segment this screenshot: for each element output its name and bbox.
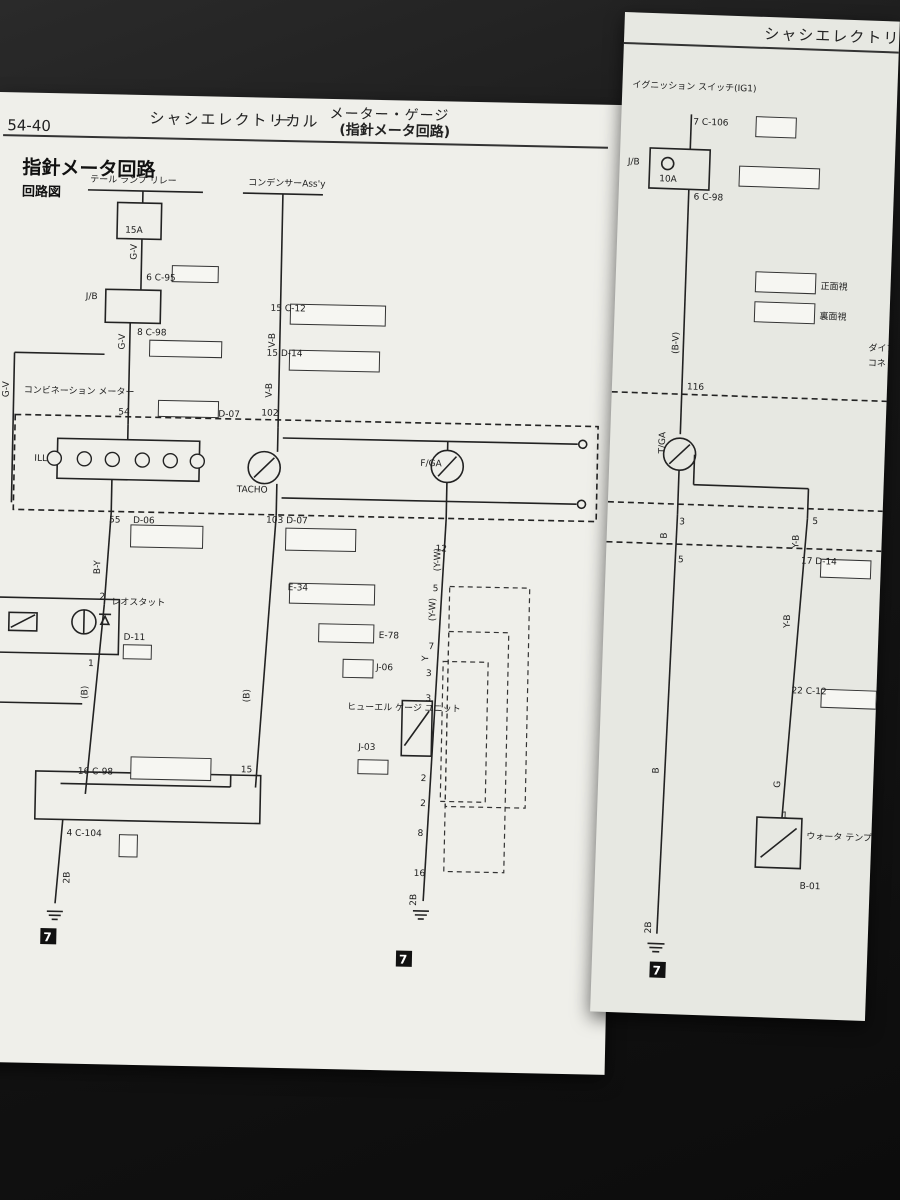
label-tacho: TACHO: [236, 485, 268, 496]
label-pin-2: 2: [99, 592, 105, 602]
label-fuse-15a: 15A: [125, 226, 144, 236]
wire-label-by: B-Y: [93, 560, 103, 575]
wire-label-2b-right: 2B: [644, 921, 654, 933]
label-pin-16: 16: [414, 869, 426, 879]
label-d07-top: D-07: [218, 410, 240, 420]
wire-label-gv-1: G-V: [130, 243, 140, 260]
label-c12: 15 C-12: [270, 304, 305, 315]
ground-mark-left: 7: [43, 930, 52, 944]
label-jb: J/B: [85, 292, 98, 302]
wire-label-vb-2: V-B: [265, 383, 275, 398]
label-d14: 15 D-14: [266, 349, 302, 360]
label-c12-right: 22 C-12: [791, 686, 827, 697]
wiring-diagram-right: 7 イグニッション スイッチ(IG1) 7 C-106 J/B 10A 6 C-…: [606, 78, 900, 978]
label-c98-right: 6 C-98: [693, 193, 723, 204]
label-pin-5: 5: [433, 584, 439, 594]
label-rheostat: レオスタット: [111, 596, 165, 608]
wire-label-y: Y: [421, 655, 431, 662]
label-side-2: コネ: [868, 358, 886, 370]
label-pin-3a: 3: [426, 669, 432, 679]
label-pin-102: 102: [261, 409, 278, 419]
wire-label-yb-1: Y-B: [791, 535, 802, 550]
label-pin-7: 7: [428, 642, 434, 652]
label-fuel-gauge-unit: ヒューエル ゲージ ユニット: [347, 700, 461, 714]
label-ill: ILL: [34, 454, 47, 464]
wire-label-gv-2: G-V: [118, 333, 128, 350]
wire-label-bv: (B-V): [671, 332, 682, 354]
wire-label-b-2: (B): [242, 689, 252, 702]
label-pin-5-right-b: 5: [812, 517, 818, 527]
wire-label-yw-2: (Y-W): [428, 598, 438, 621]
label-c106: 7 C-106: [693, 117, 729, 128]
label-pin-103: 103 D-07: [266, 516, 308, 527]
label-c95: 6 C-95: [146, 273, 176, 284]
label-e78: E-78: [379, 631, 400, 641]
wire-label-yb-2: Y-B: [783, 614, 794, 629]
label-pin-3-right: 3: [679, 517, 685, 527]
label-pin-15: 15: [241, 765, 253, 775]
label-front-view: 正面視: [820, 280, 847, 293]
right-ground-mark: 7: [652, 964, 661, 978]
label-pin-116: 116: [687, 382, 705, 393]
label-jb-right: J/B: [627, 157, 640, 167]
manual-page-right: シャシエレクトリカル: [590, 12, 900, 1021]
label-pin-2a: 2: [421, 774, 427, 784]
label-c104: 4 C-104: [66, 829, 102, 840]
label-e34: E-34: [288, 583, 309, 593]
label-b01: B-01: [799, 882, 820, 893]
label-ignition-switch: イグニッション スイッチ(IG1): [632, 78, 756, 94]
label-fuse-10a: 10A: [659, 174, 678, 185]
label-combination-meter: コンビネーション メーター: [24, 385, 135, 398]
label-pin-2b: 2: [420, 799, 426, 809]
label-pin-1: 1: [88, 659, 94, 669]
label-rear-view: 裏面視: [819, 310, 846, 323]
ground-mark-fuel: 7: [399, 953, 408, 967]
label-j06: J-06: [375, 663, 394, 673]
label-pin-5-right-a: 5: [678, 555, 684, 565]
wire-label-gv-3: G-V: [2, 380, 12, 397]
label-pin-3b: 3: [425, 694, 431, 704]
label-pin-8: 8: [417, 829, 423, 839]
wire-label-tga: T/GA: [658, 431, 669, 455]
manual-page-left: 54-40 シャシエレクトリカル — メーター・ゲージ (指針メータ回路) 指針…: [0, 92, 625, 1075]
label-pin-12: 12: [435, 544, 447, 554]
label-d11: D-11: [123, 633, 145, 643]
label-pin-54: 54: [118, 408, 130, 418]
wire-label-2b-left: 2B: [62, 872, 72, 884]
label-fga: F/GA: [420, 459, 442, 469]
wire-label-b-right-1: B: [660, 532, 670, 539]
wire-label-yw-1: (Y-W): [433, 548, 443, 571]
label-c98-top: 8 C-98: [137, 328, 167, 339]
wire-label-2b-fuel: 2B: [409, 894, 419, 906]
wire-label-b-1: (B): [80, 686, 90, 699]
label-condenser: コンデンサーAss'y: [248, 176, 326, 190]
wire-label-b-right-2: B: [651, 767, 661, 774]
label-tail-lamp-relay: テール ランプ リレー: [90, 174, 177, 187]
label-pin-55: 55: [109, 515, 121, 525]
label-j03: J-03: [357, 743, 375, 753]
label-c98-bottom: 16 C-98: [78, 767, 114, 778]
label-d14-right: 17 D-14: [801, 556, 838, 567]
label-pin-1-right: 1: [782, 811, 788, 821]
wire-label-g: G: [773, 781, 783, 788]
wiring-diagram-left: 7 7 テール ランプ リレー コンデンサーAss'y 15A J/B 6 C-…: [0, 174, 599, 967]
wire-label-vb-1: V-B: [268, 333, 278, 348]
label-d06: D-06: [133, 516, 155, 526]
